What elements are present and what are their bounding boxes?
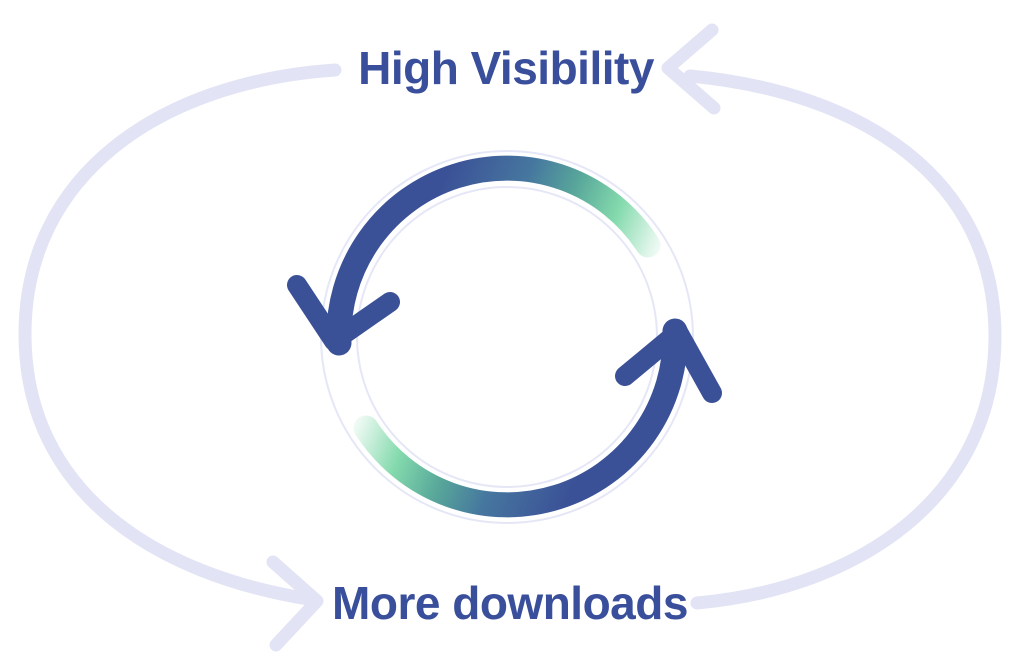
top-label: High Visibility [358,42,654,94]
bottom-label: More downloads [332,577,688,629]
decorative-ring-outer [320,150,694,524]
sync-cycle-icon [287,150,722,524]
decorative-ring-inner [356,186,658,488]
cycle-right-arrowhead-icon [615,322,722,403]
outer-loop [18,23,1002,652]
cycle-left-arrowhead-icon [287,275,400,351]
cycle-top-arc [326,155,661,356]
outer-loop-right-chevron-icon [266,555,324,652]
cycle-bottom-arc [353,318,688,518]
outer-loop-right-arc [683,69,1002,610]
outer-loop-left-arc [18,63,342,607]
outer-loop-left-chevron-icon [661,23,721,115]
